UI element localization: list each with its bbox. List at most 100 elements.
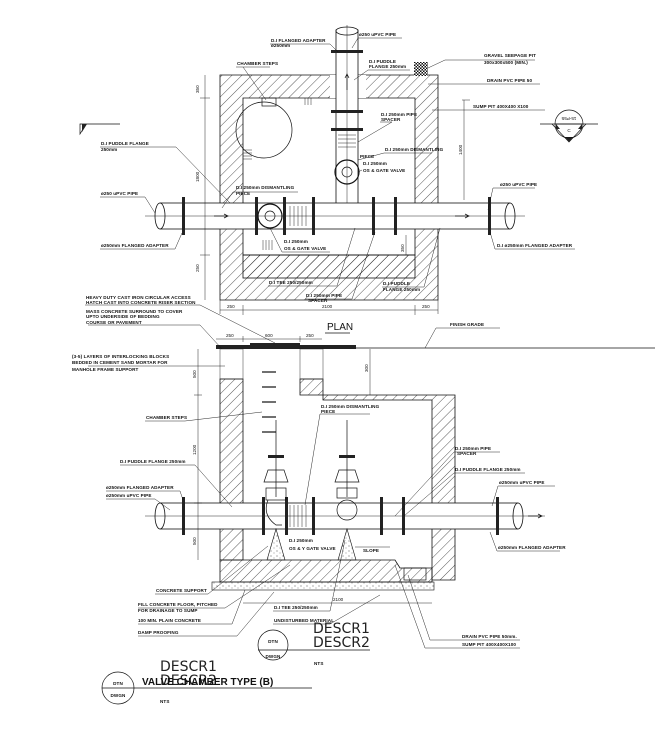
label-upvc-pipe-right-section: ø250mm uPVC PIPE xyxy=(499,480,545,485)
plan-heading: PLAN xyxy=(327,322,353,333)
label-upvc-pipe-left-section: ø250mm uPVC PIPE xyxy=(106,493,152,498)
label-gate-valve-top: D.I 250mm xyxy=(363,161,387,166)
label-finish-grade: FINISH GRADE xyxy=(450,322,484,327)
label-undisturbed: UNDISTURBED MATERIAL xyxy=(274,618,334,623)
descr1-circle-top: DTN xyxy=(268,639,278,644)
label-flanged-adapter-top: D.I FLANGED ADAPTER xyxy=(271,38,326,43)
label-pipe-spacer-top-2: SPACER xyxy=(381,117,401,122)
label-pipe-spacer-section-2: SPACER xyxy=(457,451,477,456)
descr2-line2: DESCR2 xyxy=(160,673,217,689)
gate-valve-plan-vertical xyxy=(334,159,360,185)
label-flanged-adapter-right-section: ø250mm FLANGED ADAPTER xyxy=(498,545,566,550)
label-dismantling-section-2: PIECE xyxy=(321,409,335,414)
label-mass-concrete-3: COURSE OR PAVEMENT xyxy=(86,320,142,325)
label-mass-concrete-2: UPTO UNDERSIDE OF BEDDING xyxy=(86,314,160,319)
label-gate-valve-section-2: OS & Y GATE VALVE xyxy=(289,546,336,551)
label-puddle-flange-left-plan: D.I PUDDLE FLANGE xyxy=(101,141,149,146)
label-puddle-flange-left-section: D.I PUDDLE FLANGE 250mm xyxy=(120,459,186,464)
label-dismantling-section: D.I 250mm DISMANTLING xyxy=(321,404,380,409)
label-access-hatch-2: HATCH CAST INTO CONCRETE RISER SECTION xyxy=(86,300,196,305)
label-gate-valve-bottom: D.I 250mm xyxy=(284,239,308,244)
label-drain-pipe-section: DRAIN PVC PIPE 50mm. xyxy=(462,634,517,639)
label-dismantling-top: D.I 250mm DISMANTLING xyxy=(385,147,444,152)
label-sump-pit-section: SUMP PIT 400X400X100 xyxy=(462,642,516,647)
callout-top-text: 15-P55 xyxy=(561,116,576,121)
label-damp-proofing: DAMP PROOFING xyxy=(138,630,179,635)
label-plain-concrete: 100 MIN. PLAIN CONCRETE xyxy=(138,618,201,623)
dim-plan-top: 350 xyxy=(195,85,200,93)
label-dismantling-top-2: PIECE xyxy=(360,154,374,159)
label-puddle-flange-bottom-2: FLANGE 250mm xyxy=(383,287,420,292)
plan-view: 350 1800 250 250 2100 250 1400 350 xyxy=(79,25,598,334)
descr-block-2: DESCR1 DESCR2 DTN DWGN NTS VALVE CHAMBER… xyxy=(101,659,312,705)
sump-pit-section xyxy=(403,567,427,581)
dim-section-mid: 1200 xyxy=(192,444,197,455)
drawing-title: VALVE CHAMBER TYPE (B) xyxy=(142,677,273,688)
plan-bottom-slab xyxy=(242,254,416,279)
label-drain-pipe-plan: DRAIN PVC PIPE 50 xyxy=(487,78,532,83)
label-gravel-pit-size: 300x300x500 (MIN.) xyxy=(484,60,528,65)
label-upvc-pipe-right-plan: ø250 uPVC PIPE xyxy=(500,182,537,187)
dim-riser-right: 300 xyxy=(364,364,369,372)
section-wall xyxy=(219,378,456,581)
label-flanged-adapter-top-size: ø250mm xyxy=(271,43,290,48)
label-flanged-adapter-left-section: ø250mm FLANGED ADAPTER xyxy=(106,485,174,490)
label-mass-concrete: MASS CONCRETE SURROUND TO COVER xyxy=(86,309,183,314)
descr2-scale: NTS xyxy=(160,699,170,704)
dim-riser: 500 xyxy=(192,370,197,378)
label-slope: SLOPE xyxy=(363,548,379,553)
dim-section-bottom: 500 xyxy=(192,537,197,545)
label-blocks: (3-5) LAYERS OF INTERLOCKING BLOCKS xyxy=(72,354,169,359)
label-tee-plan: D.I TEE 250/250mm xyxy=(269,280,313,285)
descr-block-1: DESCR1 DESCR2 DTN DWGN NTS xyxy=(257,621,370,666)
descr1-line1: DESCR1 xyxy=(313,621,370,637)
gate-valve-section-right xyxy=(334,420,360,521)
gravel-seepage-pit xyxy=(414,62,428,76)
dim-section-base: 2100 xyxy=(333,597,344,602)
label-upvc-pipe-left-plan: ø250 uPVC PIPE xyxy=(101,191,138,196)
label-chamber-steps-section: CHAMBER STEPS xyxy=(146,415,187,420)
label-fill-floor-2: FOR DRAINAGE TO SUMP xyxy=(138,608,198,613)
dim-plan-wall-left: 250 xyxy=(227,304,235,309)
label-pipe-spacer-bottom-2: SPACER xyxy=(308,298,328,303)
label-access-hatch: HEAVY DUTY CAST IRON CIRCULAR ACCESS xyxy=(86,295,191,300)
section-floor-slab xyxy=(219,559,433,583)
descr1-line2: DESCR2 xyxy=(313,635,370,651)
concrete-support-right xyxy=(337,527,357,561)
concrete-support-left xyxy=(266,527,286,561)
dim-plan-bottom: 250 xyxy=(195,264,200,272)
dim-cover-mid: 600 xyxy=(265,333,273,338)
dim-cover-left: 250 xyxy=(226,333,234,338)
label-puddle-flange-bottom: D.I PUDDLE xyxy=(383,281,410,286)
dim-plan-inner: 2100 xyxy=(322,304,333,309)
label-concrete-support: CONCRETE SUPPORT xyxy=(156,588,207,593)
dim-plan-right: 1400 xyxy=(458,144,463,155)
label-gate-valve-bottom-2: OS & GATE VALVE xyxy=(284,246,326,251)
section-callout: 15-P55 C xyxy=(540,109,598,143)
descr1-circle-bottom: DWGN xyxy=(266,654,282,659)
descr2-line1: DESCR1 xyxy=(160,659,217,675)
dim-plan-small: 350 xyxy=(400,244,405,252)
label-upvc-pipe-top: ø250 uPVC PIPE xyxy=(359,32,396,37)
descr1-scale: NTS xyxy=(314,661,324,666)
gate-valve-section-left xyxy=(263,420,289,526)
label-pipe-spacer-section: D.I 250mm PIPE xyxy=(455,446,491,451)
label-puddle-flange-top-2: FLANGE 250mm xyxy=(369,64,406,69)
label-gravel-pit: GRAVEL SEEPAGE PIT xyxy=(484,53,536,58)
descr2-circle-top: DTN xyxy=(113,681,123,686)
dim-plan-mid: 1800 xyxy=(195,171,200,182)
dim-plan-wall-right: 250 xyxy=(422,304,430,309)
label-chamber-steps-plan: CHAMBER STEPS xyxy=(237,61,278,66)
callout-bottom-text: C xyxy=(567,128,571,133)
label-gate-valve-top-2: OS & GATE VALVE xyxy=(363,168,405,173)
label-puddle-flange-top: D.I PUDDLE xyxy=(369,59,396,64)
label-fill-floor: FILL CONCRETE FLOOR, PITCHED xyxy=(138,602,218,607)
dim-cover-right: 250 xyxy=(306,333,314,338)
label-dismantling-mid: D.I 250mm DISMANTLING xyxy=(236,185,295,190)
label-flanged-adapter-left-plan: ø250mm FLANGED ADAPTER xyxy=(101,243,169,248)
descr2-circle-bottom: DWGN xyxy=(111,693,127,698)
label-flanged-adapter-right-plan: D.I ø250mm FLANGED ADAPTER xyxy=(497,243,573,248)
label-blocks-3: MANHOLE FRAME SUPPORT xyxy=(72,367,139,372)
label-puddle-flange-right-section: D.I PUDDLE FLANGE 250mm xyxy=(455,467,521,472)
